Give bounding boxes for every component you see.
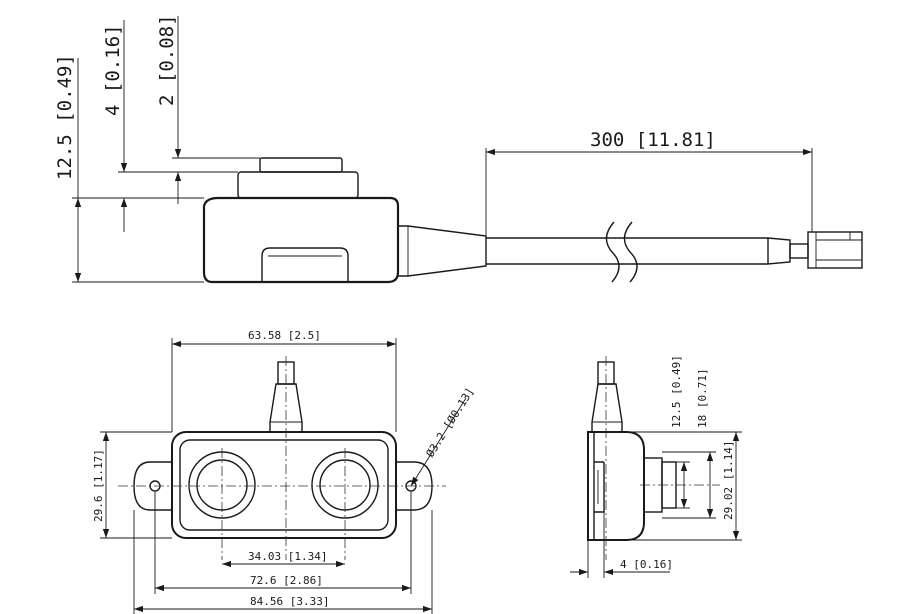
sensor-body-end bbox=[587, 431, 645, 541]
dim-depth-end: 12.5 [0.49] bbox=[670, 355, 683, 428]
side-view: 12.5 [0.49] 4 [0.16] 2 [0.08] 300 [11.81… bbox=[54, 14, 863, 284]
cable-break-mark bbox=[605, 221, 620, 283]
dim-lens-top: 2 [0.08] bbox=[156, 14, 178, 106]
dim-overall-width: 84.56 [3.33] bbox=[250, 595, 329, 608]
dim-lens-spacing: 34.03 [1.34] bbox=[248, 550, 327, 563]
front-view: 63.58 [2.5] 29.6 [1.17] 34.03 [1.34] 72.… bbox=[92, 329, 477, 614]
mounting-tab-side bbox=[261, 247, 349, 282]
strain-relief-side bbox=[397, 225, 487, 277]
strain-relief-end bbox=[591, 383, 623, 432]
connector-side bbox=[767, 237, 791, 265]
dim-hole-diameter: Ø3.2 [Ø0.13] bbox=[424, 385, 477, 459]
dim-cable-length: 300 [11.81] bbox=[590, 129, 716, 151]
dim-body-height: 29.6 [1.17] bbox=[92, 449, 105, 522]
dim-hole-spacing: 72.6 [2.86] bbox=[250, 574, 323, 587]
dim-body-width: 63.58 [2.5] bbox=[248, 329, 321, 342]
dim-wall-end: 4 [0.16] bbox=[620, 558, 673, 571]
dim-height-end: 29.02 [1.14] bbox=[722, 441, 735, 520]
dim-lens-depth-end: 18 [0.71] bbox=[696, 368, 709, 428]
lens-block-side bbox=[237, 171, 359, 199]
sensor-body-front bbox=[171, 431, 397, 539]
sensor-body-side bbox=[202, 196, 400, 284]
lens-top-side bbox=[259, 157, 343, 173]
end-view: 12.5 [0.49] 18 [0.71] 29.02 [1.14] 4 [0.… bbox=[570, 355, 742, 578]
dim-lens-height: 4 [0.16] bbox=[102, 24, 124, 116]
mounting-ear-left bbox=[133, 461, 176, 511]
dim-height-total: 12.5 [0.49] bbox=[54, 54, 76, 180]
